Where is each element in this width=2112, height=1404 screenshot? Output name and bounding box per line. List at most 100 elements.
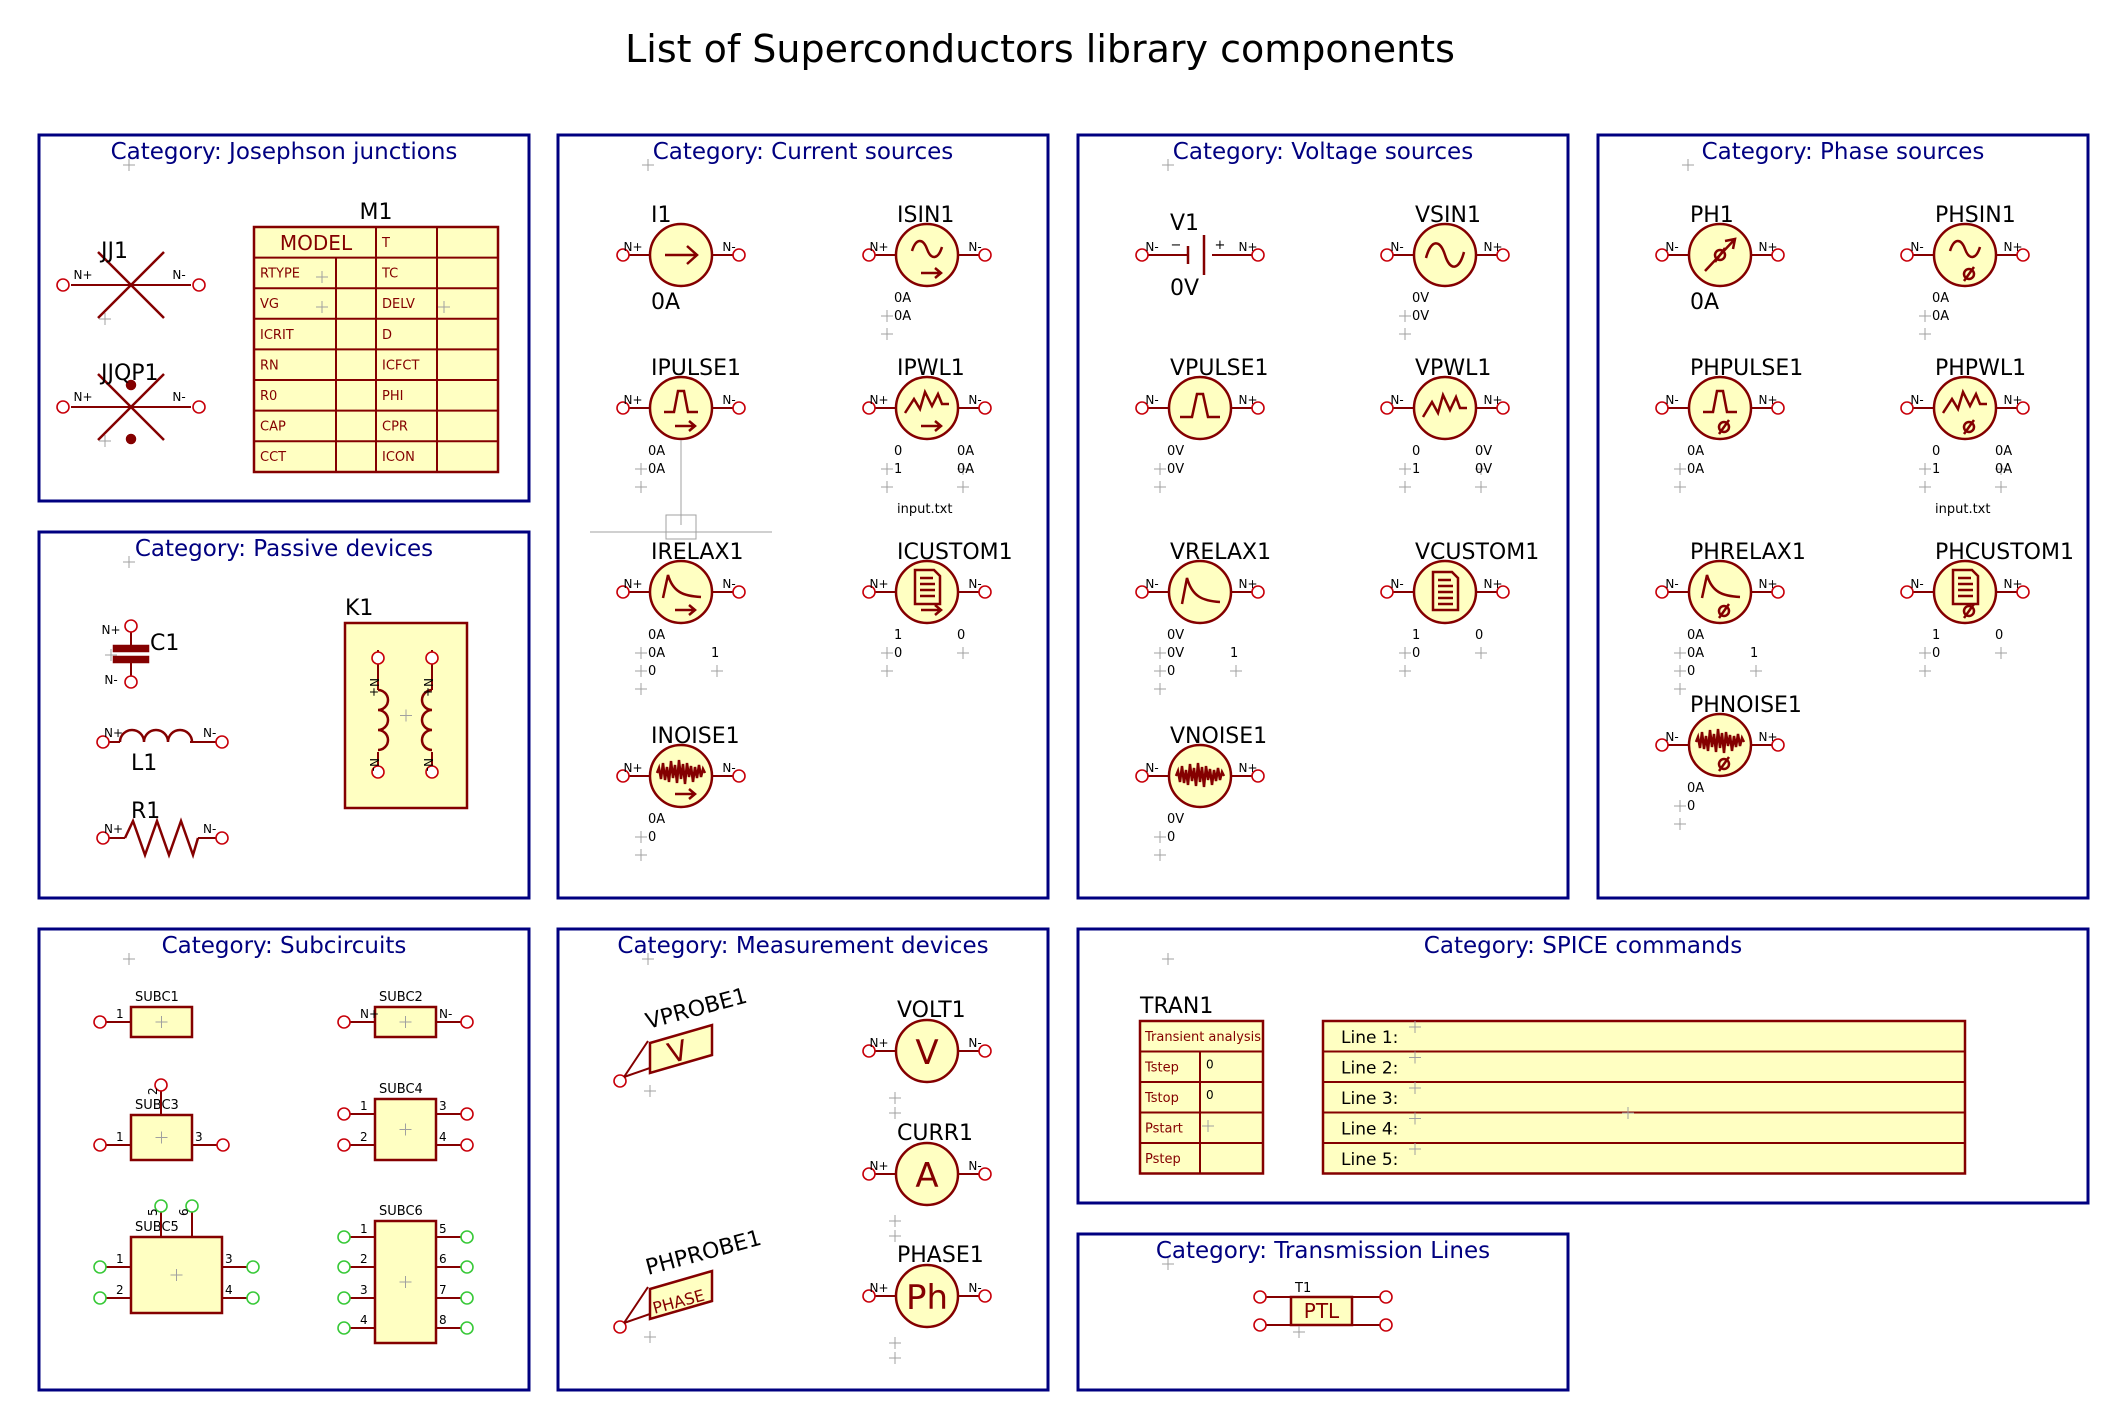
table-cell-label: RTYPE [260,267,300,282]
parameter-value: 0 [648,664,656,679]
pin-label: N- [1665,393,1678,407]
pin-connector [93,1291,107,1305]
origin-crosshair [1153,480,1167,494]
pin-label: N+ [1758,240,1777,254]
origin-crosshair [956,480,970,494]
parameter-value: 0A [1687,628,1704,643]
coupling-k1: K1N+N-N+N- [343,596,469,810]
pin-connector [1496,248,1510,262]
category-title: Category: Passive devices [135,536,433,562]
parameter-value: 0 [894,646,902,661]
pin-connector [1135,769,1149,783]
pin-connector [337,1321,351,1335]
parameter-value: 0 [648,830,656,845]
source-body [1932,222,1998,288]
origin-crosshair [634,646,648,660]
pin-label: N+ [2003,240,2022,254]
reference-designator: IPULSE1 [651,356,741,381]
parameter-value: 0 [957,628,965,643]
pin-label: 2 [360,1130,368,1144]
pin-label: N- [104,673,117,687]
pin-label: N- [172,268,185,282]
origin-crosshair [1673,646,1687,660]
parameter-value: 0 [1932,444,1940,459]
reference-designator: PHPWL1 [1935,356,2026,381]
qp-dot [125,433,137,445]
origin-crosshair [1153,462,1167,476]
pin-label: N+ [73,390,92,404]
probe-lead [623,1286,649,1324]
source-body [1167,375,1233,441]
parameter-value: 0A [648,462,665,477]
reference-designator: T1 [1294,1281,1311,1296]
origin-crosshair [880,646,894,660]
frame-border [556,133,1050,900]
pin-label: N- [722,393,735,407]
minus-sign: − [1171,238,1182,253]
pin-connector [1771,585,1785,599]
category-frame-spice: Category: SPICE commands [1076,927,2090,1205]
pin-connector [862,585,876,599]
reference-designator: PHNOISE1 [1690,693,1802,718]
pin-label: N+ [869,1281,888,1295]
category-title: Category: Subcircuits [162,933,407,959]
pin-connector [93,1015,107,1029]
pin-connector [371,651,385,665]
source-body [894,375,960,441]
parameter-value: 0V [1412,309,1429,324]
source-body [894,222,960,288]
origin-crosshair [122,952,136,966]
pin-connector [616,401,630,415]
pin-connector [862,1167,876,1181]
pin-connector [862,1289,876,1303]
pin-connector [1655,738,1669,752]
reference-designator: VNOISE1 [1170,724,1267,749]
pin-label: N- [1390,240,1403,254]
frame-border [556,927,1050,1392]
pin-label: N+ [623,240,642,254]
parameter-value: 0V [1412,291,1429,306]
pin-connector [425,651,439,665]
phasemeter-phase1: PhN+N-PHASE1 [862,1243,992,1365]
reference-designator: PH1 [1690,203,1734,228]
pin-label: N- [1910,393,1923,407]
source-body [1167,559,1233,625]
coupled-coil [377,688,390,752]
origin-crosshair [1918,309,1932,323]
table-body [1321,1019,1967,1175]
pin-connector [460,1321,474,1335]
probe-lead [623,1040,649,1078]
pin-connector [337,1230,351,1244]
pin-connector [124,675,138,689]
origin-crosshair [1673,664,1687,678]
frame-border [1076,133,1570,900]
pin-connector [978,1044,992,1058]
origin-crosshair [634,664,648,678]
parameter-value: 0 [1995,628,2003,643]
reference-designator: VCUSTOM1 [1415,540,1539,565]
pin-label: N- [968,1036,981,1050]
parameter-value: 0V [1167,628,1184,643]
pin-connector [613,1074,627,1088]
pin-connector [96,735,110,749]
reference-designator: INOISE1 [651,724,740,749]
table-cell-label: Tstep [1144,1061,1179,1076]
origin-crosshair [1918,646,1932,660]
parameter-value: 0A [957,444,974,459]
pin-connector [337,1260,351,1274]
origin-crosshair [1918,664,1932,678]
qp-dot [125,379,137,391]
pin-connector [460,1260,474,1274]
pin-label: N- [1390,393,1403,407]
parameter-value: 0A [1995,444,2012,459]
origin-crosshair [1673,682,1687,696]
category-title: Category: Voltage sources [1173,139,1473,165]
